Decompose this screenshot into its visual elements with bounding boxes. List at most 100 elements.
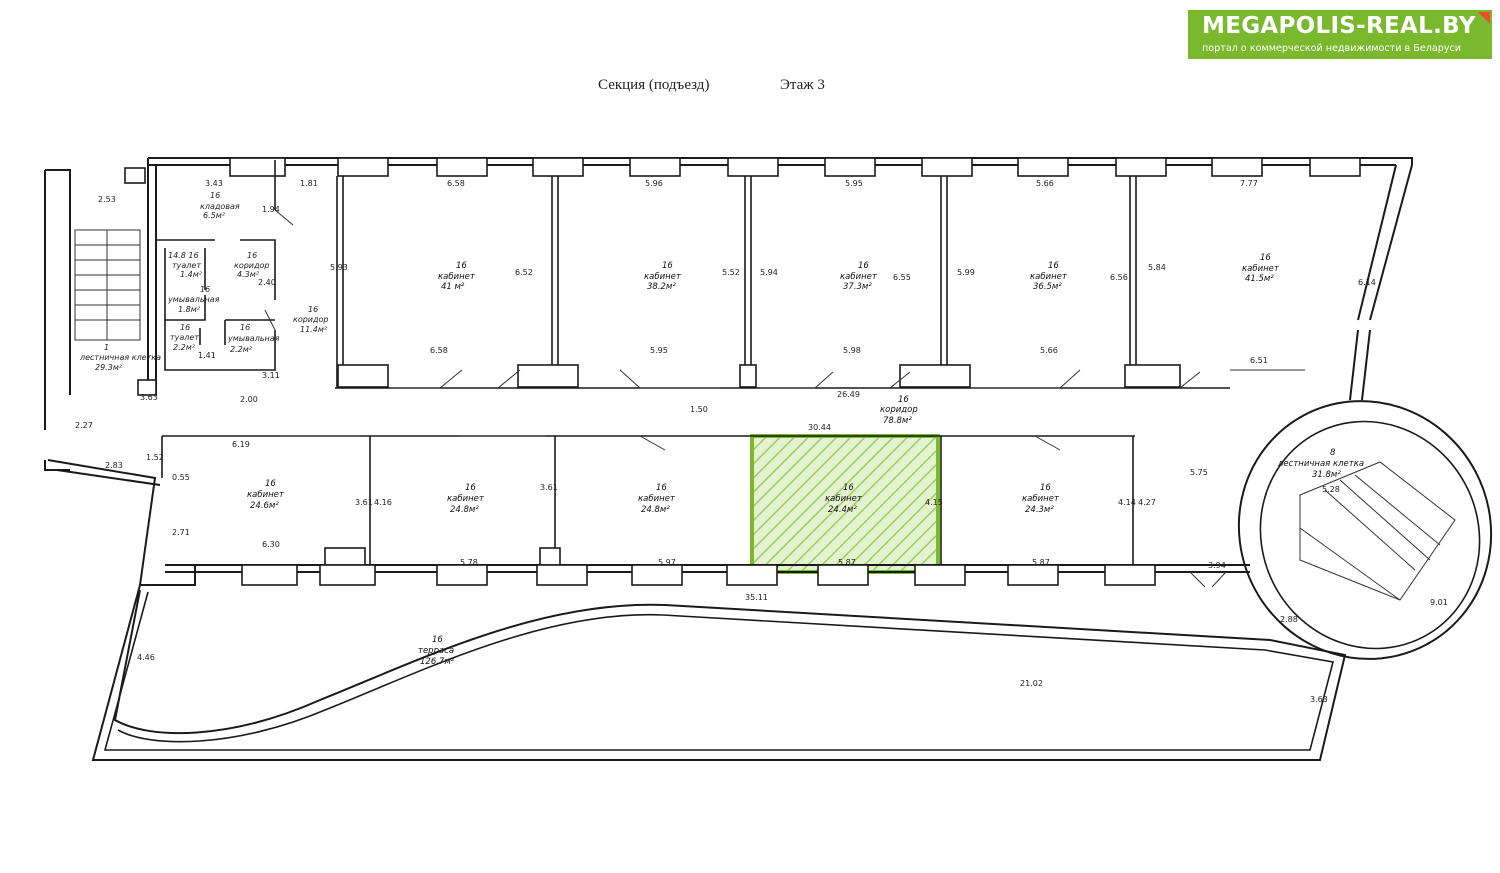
dimension-label: 2.88 — [1280, 615, 1298, 624]
dimension-label: 6.19 — [232, 440, 250, 449]
dimension-label: 6.58 — [447, 179, 465, 188]
dimension-label: 3.61 — [355, 498, 373, 507]
room-number: 16 — [1040, 483, 1051, 493]
room-name: кладовая — [200, 202, 240, 211]
dimension-label: 1.81 — [300, 179, 318, 188]
dimension-label: 1.94 — [262, 205, 280, 214]
room-name: кабинет — [1030, 272, 1068, 282]
room-number: 16 — [432, 635, 443, 645]
logo-tagline: портал о коммерческой недвижимости в Бел… — [1202, 43, 1462, 54]
room-area: 126.7м² — [420, 657, 455, 667]
outer-walls — [44, 157, 1413, 586]
dimension-label: 6.58 — [430, 346, 448, 355]
room-number: 1 — [104, 343, 109, 352]
dimension-label: 5.95 — [845, 179, 863, 188]
dimension-label: 6.30 — [262, 540, 280, 549]
dimension-label: 5.94 — [760, 268, 778, 277]
room-number: 16 — [1260, 253, 1271, 263]
dimension-label: 5.28 — [1322, 485, 1340, 494]
room-area: 1.8м² — [178, 305, 201, 314]
dimension-label: 5.99 — [957, 268, 975, 277]
room-name: умывальная — [167, 295, 220, 304]
room-name: туалет — [170, 333, 199, 342]
dimension-label: 5.96 — [645, 179, 663, 188]
section-title: Секция (подъезд) — [598, 77, 709, 93]
dimension-label: 35.11 — [745, 593, 768, 602]
dimension-label: 5.84 — [1148, 263, 1166, 272]
dimension-label: 3.94 — [1208, 561, 1226, 570]
room-name: кабинет — [840, 272, 878, 282]
room-number: 16 — [200, 285, 210, 294]
room-number: 16 — [456, 261, 467, 271]
north-windows — [124, 157, 1361, 184]
room-number: 16 — [240, 323, 250, 332]
room-area: 36.5м² — [1033, 282, 1062, 292]
dimension-label: 3.43 — [205, 179, 223, 188]
dimension-label: 4.16 — [374, 498, 392, 507]
dimension-label: 5.93 — [330, 263, 348, 272]
room-name: кабинет — [447, 494, 485, 504]
highlighted-office[interactable] — [750, 434, 940, 574]
dimension-label: 2.53 — [98, 195, 116, 204]
room-area: 41 м² — [441, 282, 465, 292]
site-logo[interactable]: MEGAPOLIS-REAL.BY портал о коммерческой … — [1188, 10, 1492, 59]
dimension-label: 5.75 — [1190, 468, 1208, 477]
room-number: 16 — [308, 305, 318, 314]
dimension-label: 9.01 — [1430, 598, 1448, 607]
room-area: 6.5м² — [203, 211, 226, 220]
dimension-label: 6.14 — [1358, 278, 1376, 287]
dimension-label: 6.52 — [515, 268, 533, 277]
room-area: 1.4м² — [180, 270, 203, 279]
room-name: кабинет — [825, 494, 863, 504]
room-name: лестничная клетка — [79, 353, 161, 362]
dimension-label: 6.55 — [893, 273, 911, 282]
dimension-label: 5.98 — [843, 346, 861, 355]
dimension-label: 3.61 — [540, 483, 558, 492]
room-name: лестничная клетка — [1277, 459, 1364, 469]
room-area: 24.3м² — [1025, 505, 1054, 515]
room-name: кабинет — [1242, 264, 1280, 274]
room-area: 2.2м² — [173, 343, 196, 352]
north-partitions — [336, 176, 1181, 388]
room-name: туалет — [172, 261, 201, 270]
room-labels: 16 кладовая 6.5м² 14.8 16 туалет 1.4м² 1… — [79, 191, 1364, 667]
room-name: кабинет — [644, 272, 682, 282]
room-number: 16 — [843, 483, 854, 493]
dimension-label: 1.50 — [690, 405, 708, 414]
floor-title: Этаж 3 — [780, 77, 825, 93]
room-name: коридор — [880, 405, 918, 415]
dimension-label: 3.63 — [140, 393, 158, 402]
room-name: кабинет — [247, 490, 285, 500]
dimension-label: 21.02 — [1020, 679, 1043, 688]
room-number: 16 — [1048, 261, 1059, 271]
dimension-label: 6.56 — [1110, 273, 1128, 282]
room-area: 2.2м² — [230, 345, 253, 354]
dimension-label: 4.27 — [1138, 498, 1156, 507]
room-area: 4.3м² — [237, 270, 260, 279]
room-number: 16 — [210, 191, 220, 200]
room-area: 31.8м² — [1312, 470, 1341, 480]
room-name: коридор — [234, 261, 270, 270]
west-stair — [74, 229, 157, 396]
room-number: 16 — [662, 261, 673, 271]
dimension-label: 1.41 — [198, 351, 216, 360]
dimension-label: 6.51 — [1250, 356, 1268, 365]
dimension-label: 4.14 — [1118, 498, 1136, 507]
dimension-label: 2.71 — [172, 528, 190, 537]
logo-corner-mark — [1478, 12, 1490, 24]
east-stair — [1237, 400, 1493, 660]
service-block — [156, 160, 294, 371]
dimension-label: 4.46 — [137, 653, 155, 662]
room-area: 78.8м² — [883, 416, 912, 426]
room-area: 24.4м² — [828, 505, 857, 515]
room-area: 24.8м² — [641, 505, 670, 515]
room-name: умывальная — [227, 334, 280, 343]
room-name: кабинет — [638, 494, 676, 504]
room-area: 41.5м² — [1245, 274, 1274, 284]
room-number: 16 — [898, 395, 909, 405]
dimension-label: 5.52 — [722, 268, 740, 277]
south-partitions — [161, 435, 1227, 588]
dimension-label: 2.40 — [258, 278, 276, 287]
dimension-label: 2.83 — [105, 461, 123, 470]
dimension-label: 1.52 — [146, 453, 164, 462]
